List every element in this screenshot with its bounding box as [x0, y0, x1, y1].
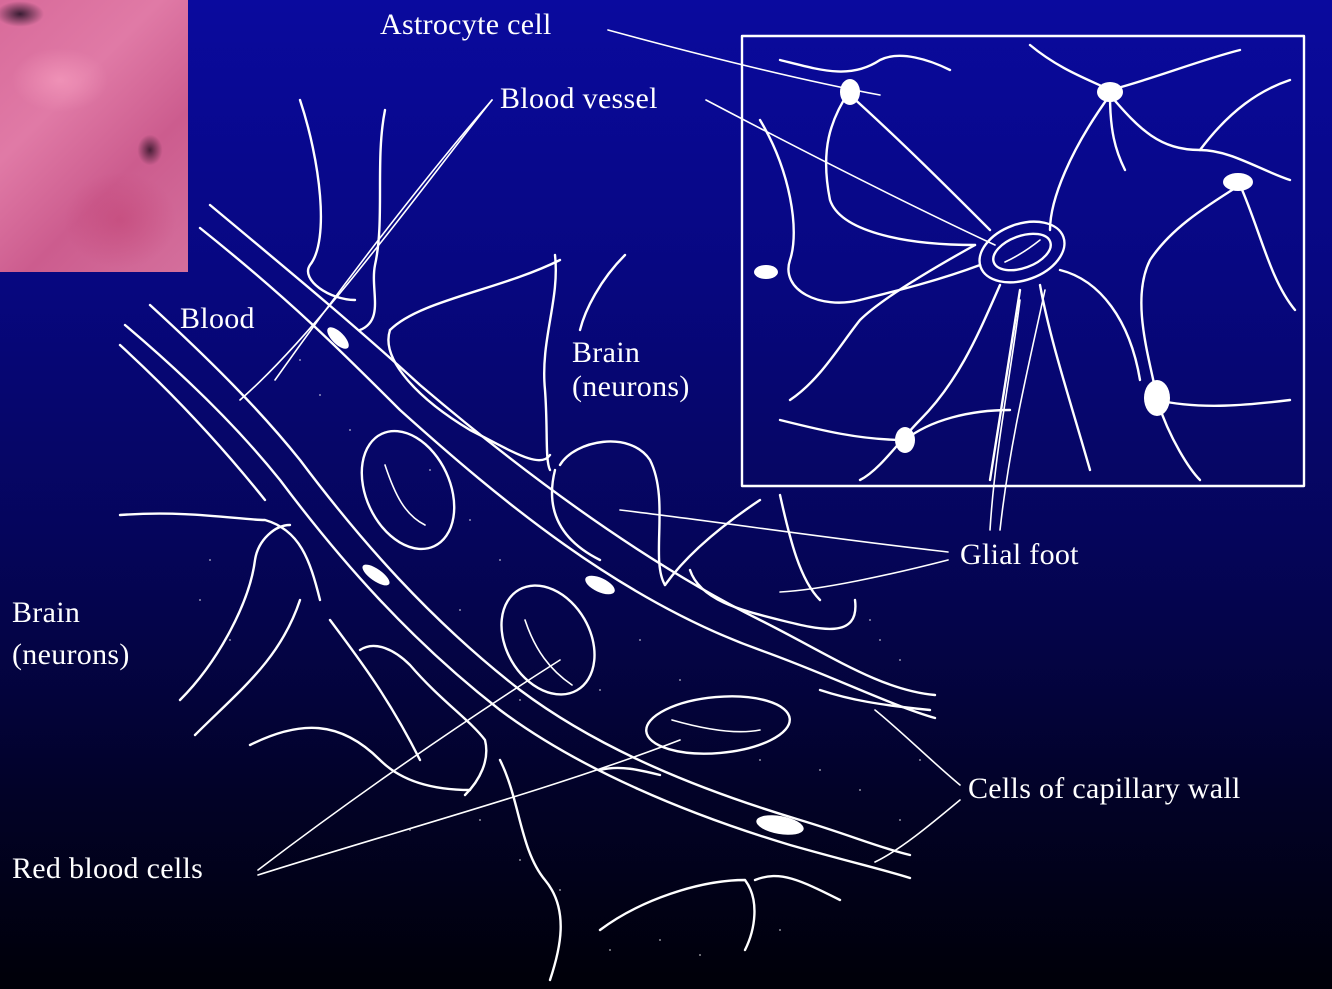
- label-brain-neurons-right-line2: (neurons): [572, 370, 690, 404]
- label-brain-neurons-left-line1: Brain: [12, 596, 80, 630]
- leader-red-blood-cells-a: [258, 660, 560, 870]
- leader-red-blood-cells-b: [258, 740, 680, 875]
- astrocyte-inset: [742, 36, 1304, 486]
- label-blood: Blood: [180, 302, 255, 336]
- label-red-blood-cells: Red blood cells: [12, 852, 203, 886]
- red-blood-cells: [344, 416, 792, 759]
- label-glial-foot: Glial foot: [960, 538, 1079, 572]
- label-astrocyte-cell: Astrocyte cell: [380, 8, 552, 42]
- label-cells-of-capillary-wall: Cells of capillary wall: [968, 772, 1241, 806]
- label-brain-neurons-right-line1: Brain: [572, 336, 640, 370]
- stipple: [199, 359, 921, 956]
- leader-capillary-wall-b: [875, 800, 960, 862]
- label-brain-neurons-left-line2: (neurons): [12, 638, 130, 672]
- leader-capillary-wall-a: [875, 710, 960, 785]
- label-blood-vessel: Blood vessel: [500, 82, 658, 116]
- endothelial-nuclei: [324, 324, 805, 838]
